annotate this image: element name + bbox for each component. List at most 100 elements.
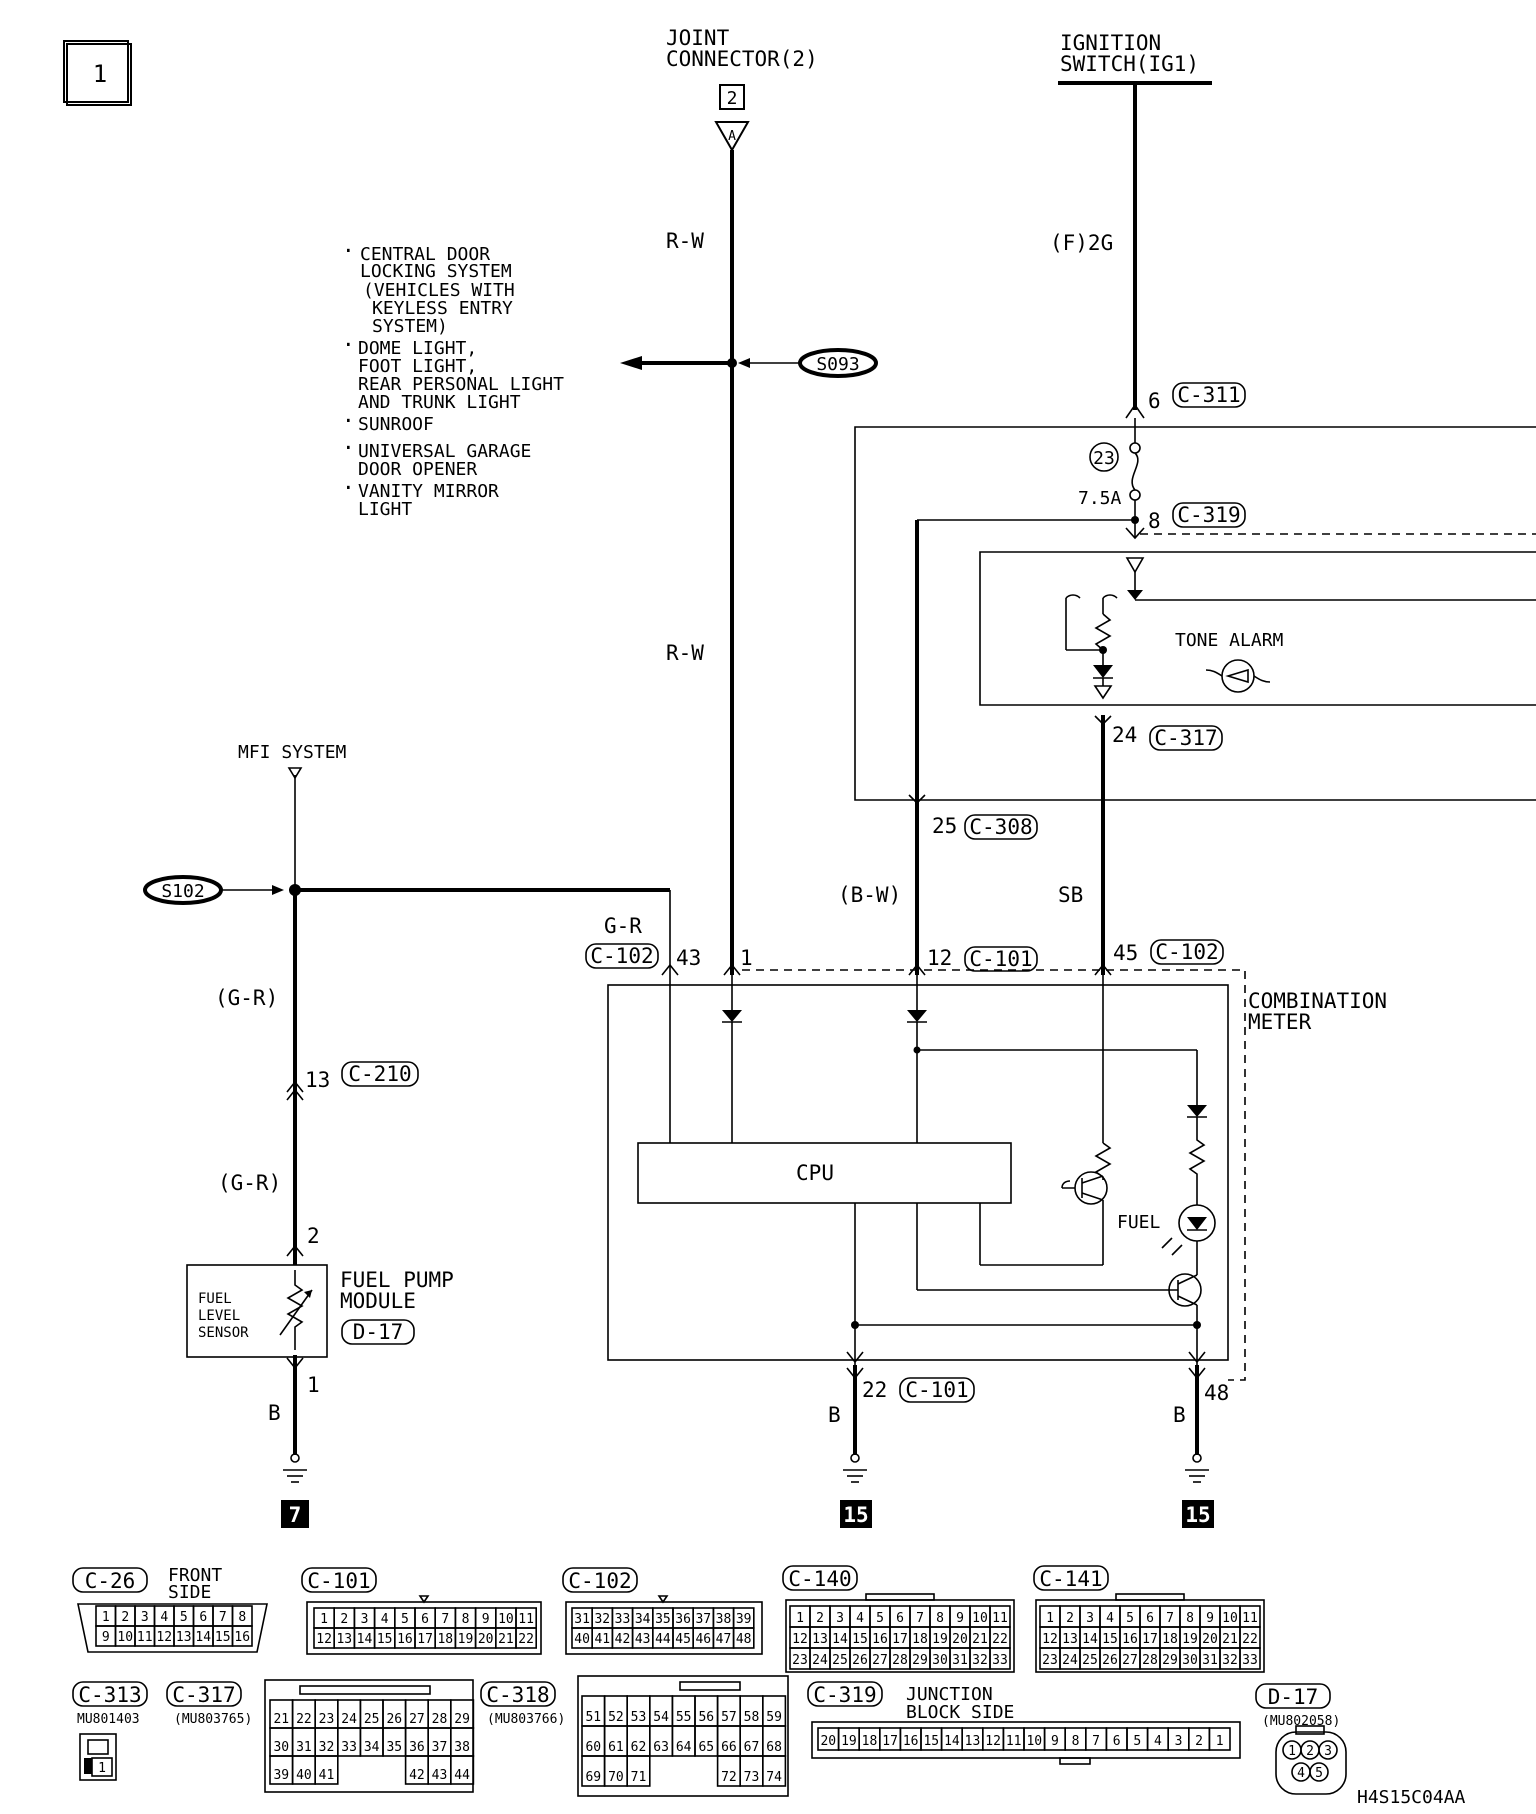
c26-pin-1: 1 — [102, 1610, 110, 1625]
c26-pin-12: 12 — [156, 1630, 172, 1645]
c319-pin-9: 9 — [1051, 1734, 1059, 1749]
c102-pin-36: 36 — [675, 1612, 691, 1627]
c102-pin-44: 44 — [655, 1632, 671, 1647]
c141-pin-17: 17 — [1142, 1632, 1158, 1647]
c140-pin-17: 17 — [892, 1632, 908, 1647]
c141-pin-29: 29 — [1162, 1653, 1178, 1668]
svg-text:CONNECTOR(2): CONNECTOR(2) — [666, 47, 818, 71]
conn-c319: C-319 — [1177, 503, 1240, 527]
c140-pin-4: 4 — [856, 1611, 864, 1626]
svg-text:IGNITION: IGNITION — [1060, 31, 1161, 55]
wire-color-b-left: B — [268, 1401, 281, 1425]
ground-left: 7 — [281, 1453, 309, 1528]
c317-pin-34: 34 — [364, 1740, 380, 1755]
tone-alarm-label: TONE ALARM — [1175, 630, 1284, 651]
c102-pin-34: 34 — [635, 1612, 651, 1627]
c318-pin-65: 65 — [698, 1740, 714, 1755]
svg-text:LOCKING SYSTEM: LOCKING SYSTEM — [360, 261, 512, 282]
conn-c101-b: C-101 — [905, 1378, 968, 1402]
c319-side-2: BLOCK SIDE — [906, 1702, 1014, 1723]
c319-pin-4: 4 — [1154, 1734, 1162, 1749]
c317-pin-31: 31 — [296, 1740, 312, 1755]
wire-color-b-mid: B — [828, 1403, 841, 1427]
ignition-switch-label: IGNITION SWITCH(IG1) — [1058, 31, 1212, 85]
svg-text:KEYLESS ENTRY: KEYLESS ENTRY — [372, 298, 513, 319]
c140-pin-31: 31 — [952, 1653, 968, 1668]
c102-pin-43: 43 — [635, 1632, 651, 1647]
c101-label: C-101 — [307, 1569, 370, 1593]
c26-pin-2: 2 — [121, 1610, 129, 1625]
page-id-box: 1 — [63, 40, 132, 106]
c141-pin-1: 1 — [1046, 1611, 1054, 1626]
svg-text:FOOT LIGHT,: FOOT LIGHT, — [358, 356, 477, 377]
c318-pin-54: 54 — [653, 1710, 669, 1725]
diagram-code: H4S15C04AA — [1357, 1787, 1466, 1808]
svg-text:S093: S093 — [816, 354, 859, 375]
c26-pin-4: 4 — [160, 1610, 168, 1625]
svg-text:SENSOR: SENSOR — [198, 1325, 249, 1341]
c317-pin-44: 44 — [454, 1768, 470, 1783]
c26-pin-8: 8 — [238, 1610, 246, 1625]
svg-text:·: · — [342, 436, 355, 460]
combination-meter: COMBINATION METER — [607, 969, 1387, 1381]
c102-pin-32: 32 — [594, 1612, 610, 1627]
c319-pin-18: 18 — [862, 1734, 878, 1749]
c26-pin-3: 3 — [141, 1610, 149, 1625]
c101-pin-10: 10 — [498, 1612, 514, 1627]
c318-pin-51: 51 — [585, 1710, 601, 1725]
c102-pin-35: 35 — [655, 1612, 671, 1627]
conn-c102-a: C-102 — [590, 944, 653, 968]
c101-pin-4: 4 — [381, 1612, 389, 1627]
c319-pin-5: 5 — [1133, 1734, 1141, 1749]
svg-text:REAR PERSONAL LIGHT: REAR PERSONAL LIGHT — [358, 374, 564, 395]
c140-pin-12: 12 — [792, 1632, 808, 1647]
c140-pin-27: 27 — [872, 1653, 888, 1668]
c141-pin-22: 22 — [1242, 1632, 1258, 1647]
c140-pin-21: 21 — [972, 1632, 988, 1647]
c318-pin-53: 53 — [631, 1710, 647, 1725]
c140-label: C-140 — [788, 1567, 851, 1591]
c102-pin-46: 46 — [695, 1632, 711, 1647]
c101-pin-8: 8 — [462, 1612, 470, 1627]
c317-pin-42: 42 — [409, 1768, 425, 1783]
cpu-block: CPU — [637, 1142, 1012, 1204]
c141-pin-24: 24 — [1062, 1653, 1078, 1668]
c101-pin-16: 16 — [397, 1632, 413, 1647]
svg-text:7: 7 — [289, 1503, 302, 1527]
svg-text:COMBINATION: COMBINATION — [1248, 989, 1387, 1013]
c102-pin-37: 37 — [695, 1612, 711, 1627]
c102-pin-47: 47 — [716, 1632, 732, 1647]
c140-pin-14: 14 — [832, 1632, 848, 1647]
c141-pin-26: 26 — [1102, 1653, 1118, 1668]
c141-pin-10: 10 — [1222, 1611, 1238, 1626]
c141-pin-9: 9 — [1206, 1611, 1214, 1626]
c102-pin-33: 33 — [615, 1612, 631, 1627]
c317-part: (MU803765) — [174, 1712, 252, 1727]
c101-pin-6: 6 — [421, 1612, 429, 1627]
c317-pin-36: 36 — [409, 1740, 425, 1755]
c140-pin-20: 20 — [952, 1632, 968, 1647]
c102-pin-48: 48 — [736, 1632, 752, 1647]
fuse-number: 23 — [1093, 448, 1115, 469]
c318-pin-63: 63 — [653, 1740, 669, 1755]
conn-c102-b: C-102 — [1155, 940, 1218, 964]
c319-pin-7: 7 — [1092, 1734, 1100, 1749]
c318-pin-58: 58 — [744, 1710, 760, 1725]
c101-pin-1: 1 — [320, 1612, 328, 1627]
c101-pin-21: 21 — [498, 1632, 514, 1647]
conn-c308: C-308 — [969, 815, 1032, 839]
c318-pin-62: 62 — [631, 1740, 647, 1755]
c318-pin-59: 59 — [766, 1710, 782, 1725]
c26-pin-13: 13 — [176, 1630, 192, 1645]
svg-text:DOOR OPENER: DOOR OPENER — [358, 459, 477, 480]
c319-pin-11: 11 — [1006, 1734, 1022, 1749]
c141-pin-12: 12 — [1042, 1632, 1058, 1647]
tone-alarm-circuit: TONE ALARM — [1065, 557, 1284, 700]
joint-connector-label: JOINT CONNECTOR(2) 2 A — [666, 26, 818, 153]
c140-pin-19: 19 — [932, 1632, 948, 1647]
